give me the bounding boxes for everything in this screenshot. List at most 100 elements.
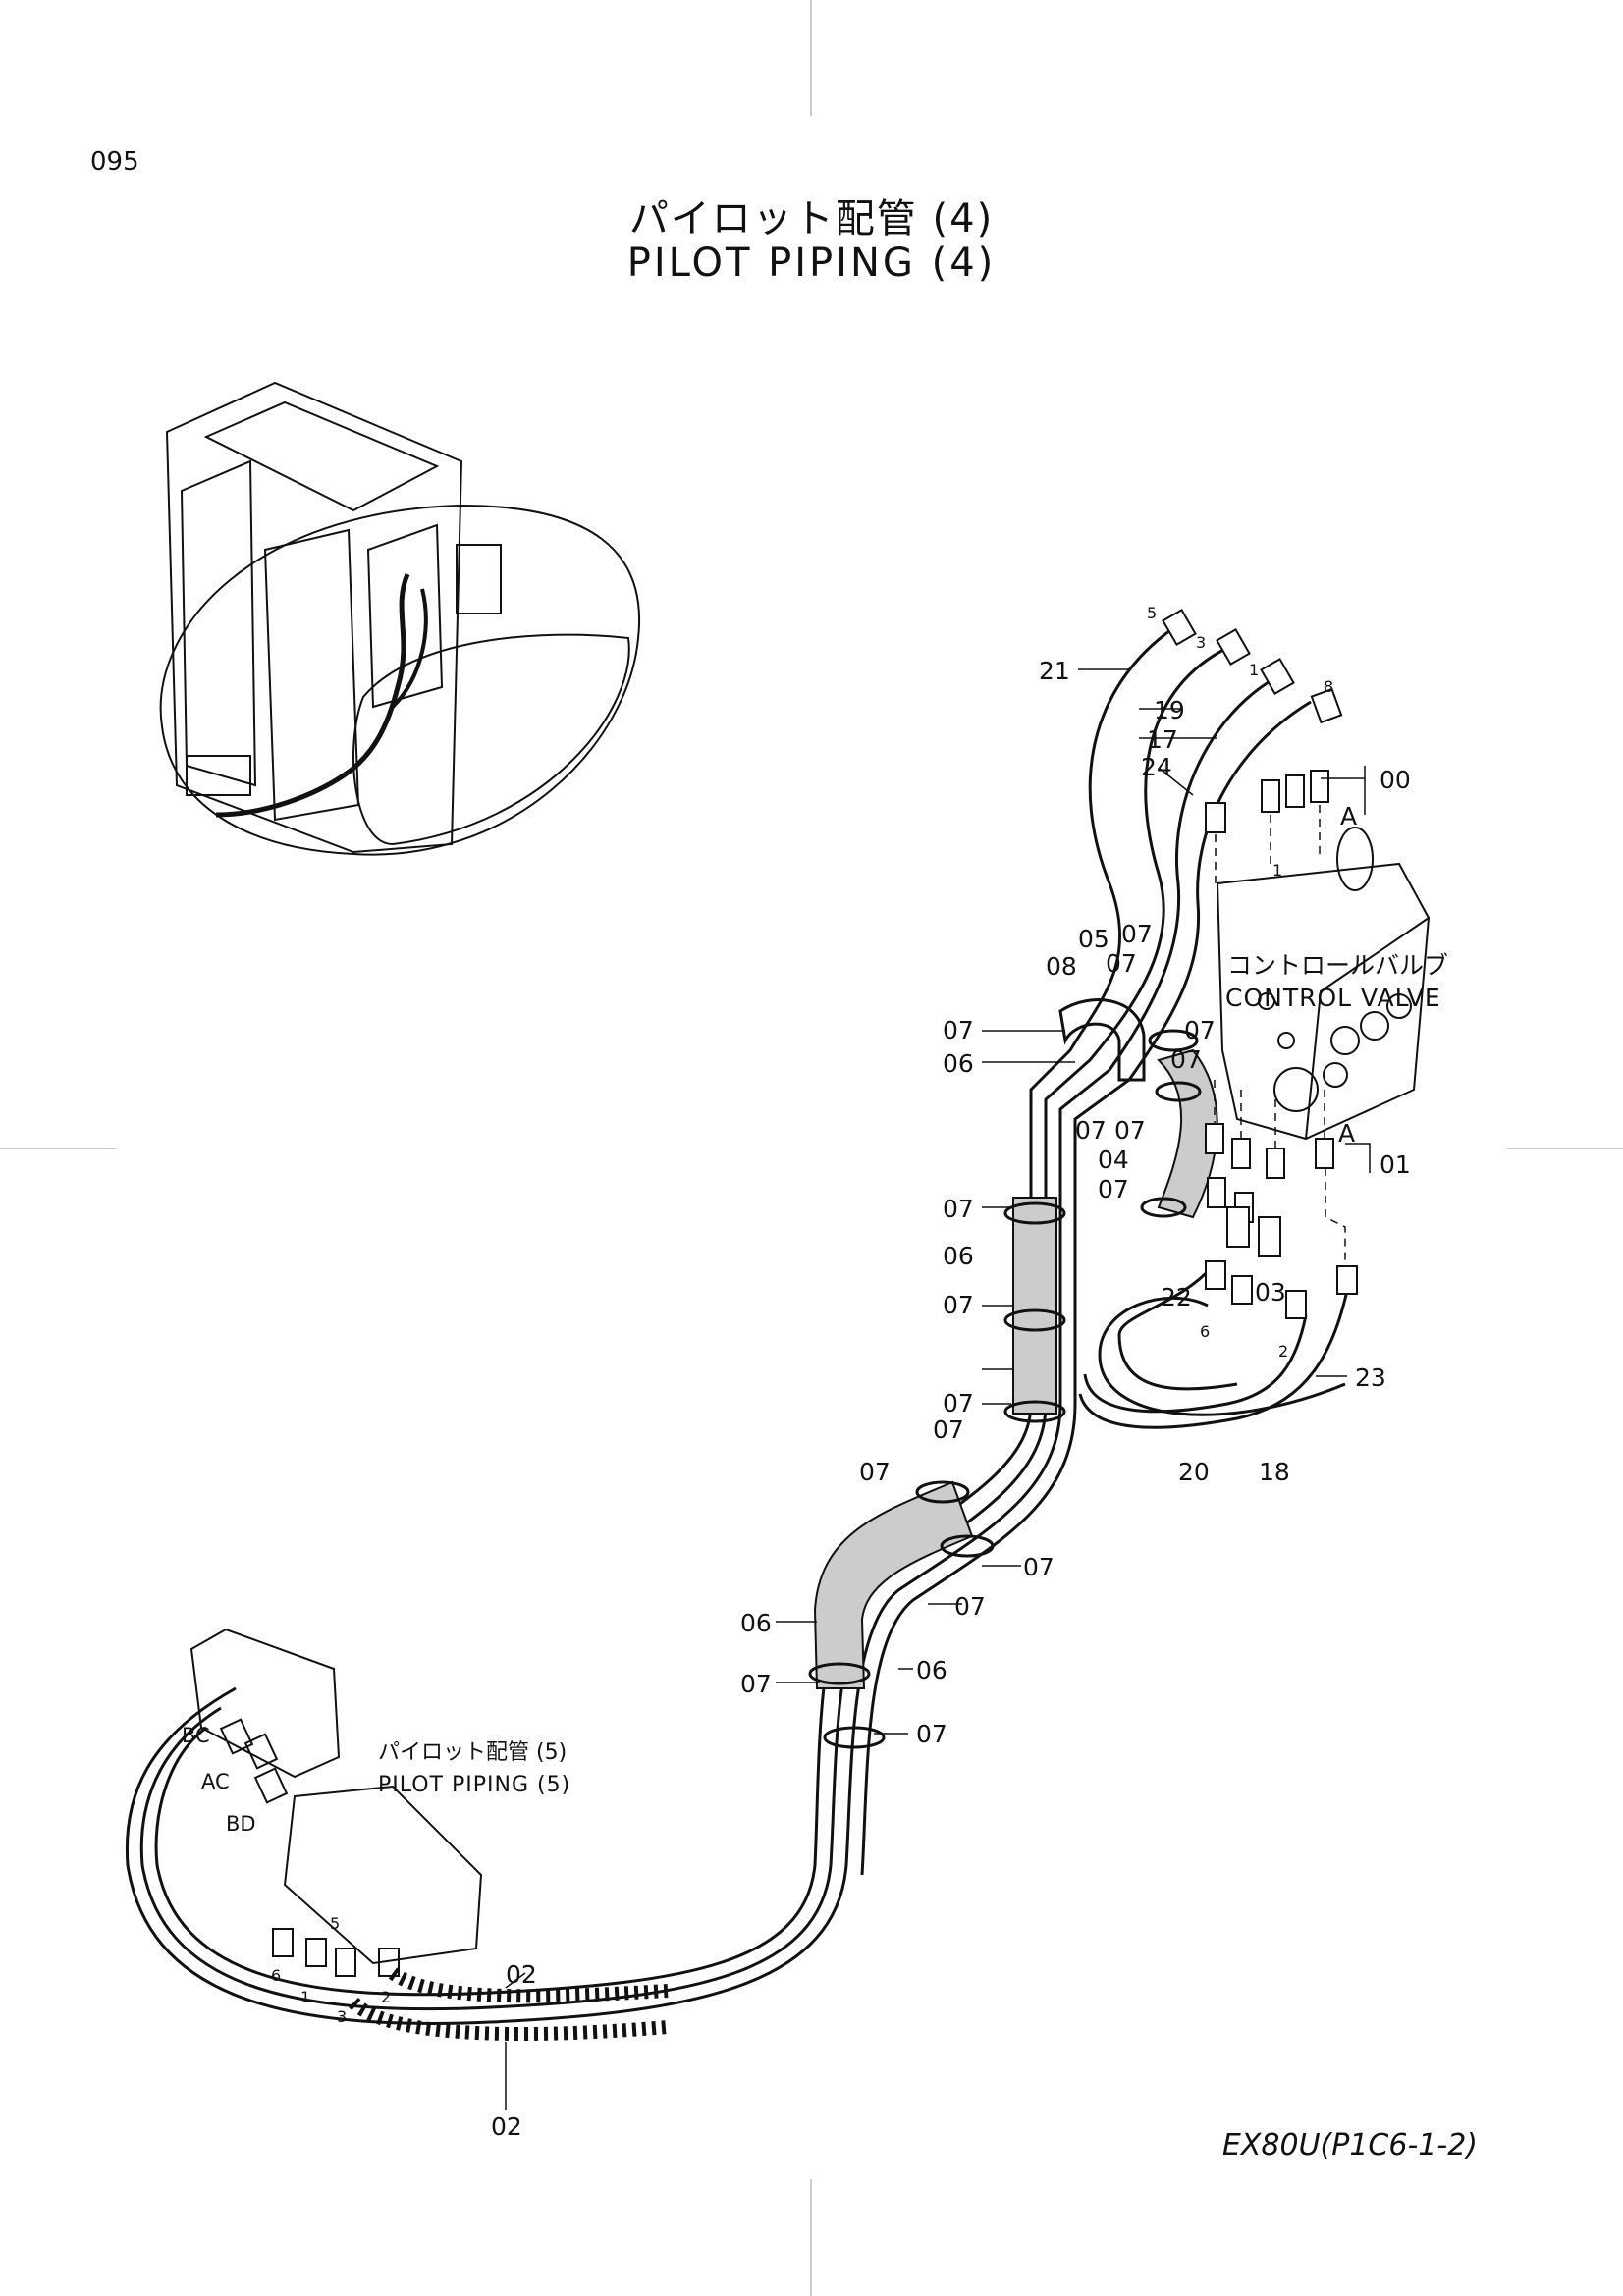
- callout: 07: [1121, 920, 1153, 948]
- clamp: [1140, 1197, 1187, 1218]
- callout: 07: [1184, 1016, 1216, 1044]
- cab-roof: [203, 400, 440, 512]
- callout: BD: [226, 1812, 256, 1836]
- port-mark: 3: [337, 2007, 347, 2026]
- hose-24: [860, 700, 1312, 1876]
- clamp: [1003, 1201, 1066, 1225]
- callout: 07: [933, 1415, 964, 1444]
- port-marks: 5 3 1 8 1 6 2 6 1 5 3 2: [271, 604, 1333, 2026]
- control-valve-body: [1216, 862, 1431, 1141]
- callout: 06: [943, 1242, 974, 1270]
- callout: 07: [859, 1458, 891, 1486]
- spiral-guard-02-upper: [388, 1967, 669, 2003]
- clamp: [1003, 1400, 1066, 1423]
- hose-17: [125, 675, 1277, 2025]
- pilot-valve-body: [283, 1785, 483, 1965]
- excavator-overview: [159, 381, 641, 856]
- clamp: [1148, 1029, 1199, 1052]
- clamp: [1003, 1308, 1066, 1332]
- valve-fittings: [1162, 609, 1358, 1319]
- callout: 00: [1380, 766, 1411, 794]
- callout: 19: [1154, 696, 1185, 724]
- counterweight: [352, 633, 630, 846]
- clamp: [1155, 1081, 1202, 1102]
- clamp: [823, 1726, 886, 1749]
- callout: 07: [1170, 1045, 1202, 1074]
- callout: 04: [1098, 1146, 1129, 1174]
- callout: 01: [1380, 1150, 1411, 1179]
- callout: 07: [1023, 1553, 1055, 1581]
- callout: BC: [182, 1724, 210, 1747]
- callout: 20: [1178, 1458, 1210, 1486]
- spiral-guards: [349, 1967, 669, 2042]
- callout: 07: [1114, 1116, 1146, 1145]
- callout: 21: [1039, 657, 1070, 685]
- port-mark: 6: [1200, 1322, 1210, 1341]
- control-valve-note-jp: コントロールバルブ: [1227, 951, 1448, 980]
- callout: A: [1338, 1119, 1355, 1148]
- callout: 07: [1098, 1175, 1129, 1203]
- callout: 24: [1141, 753, 1172, 781]
- callout: 18: [1259, 1458, 1290, 1486]
- leader-lines: [505, 668, 1371, 2110]
- callout: 08: [1046, 952, 1077, 981]
- callout: 07: [916, 1720, 947, 1748]
- callout: 07: [943, 1195, 974, 1223]
- assembly-lines: [1214, 805, 1346, 1266]
- callout: 22: [1161, 1283, 1192, 1311]
- hose-18: [1083, 1314, 1308, 1414]
- control-valve-sketch: [456, 544, 502, 614]
- page-title: PILOT PIPING (4): [626, 240, 997, 286]
- hose-23: [1078, 1275, 1352, 1429]
- pilot-valve-assembly: [189, 1628, 483, 1977]
- port-mark: 1: [1272, 861, 1282, 880]
- port-mark: 1: [300, 1988, 310, 2006]
- bracket-plate: [189, 1628, 341, 1779]
- control-valve-note: CONTROL VALVE: [1225, 984, 1441, 1012]
- clamp: [915, 1480, 970, 1504]
- callout: 06: [943, 1049, 974, 1078]
- callout: 07: [943, 1291, 974, 1319]
- model-code: EX80U(P1C6-1-2): [1221, 2128, 1478, 2163]
- port-mark: 5: [1147, 604, 1157, 622]
- callout: 23: [1355, 1363, 1386, 1392]
- protective-sleeves: [813, 1048, 1218, 1689]
- clamps: [808, 998, 1202, 1749]
- sleeve-elbow: [813, 1480, 974, 1689]
- callout: 06: [916, 1656, 947, 1684]
- pilot-hoses: [125, 626, 1352, 2025]
- port-mark: 2: [381, 1988, 391, 2006]
- callout: 03: [1255, 1278, 1286, 1307]
- callout: 05: [1078, 925, 1109, 953]
- hose-21: [154, 626, 1174, 1997]
- callout: 02: [491, 2112, 522, 2141]
- callout: 07: [954, 1592, 986, 1621]
- pilot-hose-sketch-2: [391, 588, 428, 709]
- port-mark: 8: [1324, 677, 1333, 696]
- callout: 07: [943, 1389, 974, 1417]
- sleeve-upper: [1157, 1048, 1218, 1219]
- control-valve-side: [1305, 917, 1430, 1140]
- cab-window-rear: [366, 523, 444, 709]
- port-mark: 1: [1249, 661, 1259, 679]
- callouts: 21 19 17 24 00 A 05 07 08 07 07 06 07 07…: [182, 657, 1411, 2141]
- clamp: [808, 1662, 871, 1685]
- clamp: [940, 1534, 995, 1558]
- callout: 07: [740, 1670, 772, 1698]
- callout: A: [1340, 802, 1357, 830]
- pilot-valve-sketch: [186, 755, 251, 796]
- cab-window-front: [180, 459, 257, 787]
- callout: 17: [1147, 725, 1178, 754]
- callout: 07: [943, 1016, 974, 1044]
- page-number: 095: [90, 147, 139, 177]
- port-mark: 2: [1278, 1342, 1288, 1361]
- callout: 06: [740, 1609, 772, 1637]
- spool-boss: [1336, 827, 1374, 891]
- cab-outline: [165, 381, 463, 854]
- page-title-japanese: パイロット配管 (4): [628, 196, 995, 241]
- callout: 07: [1075, 1116, 1107, 1145]
- clamp-bracket-08: [1058, 998, 1146, 1082]
- port-mark: 3: [1196, 633, 1206, 652]
